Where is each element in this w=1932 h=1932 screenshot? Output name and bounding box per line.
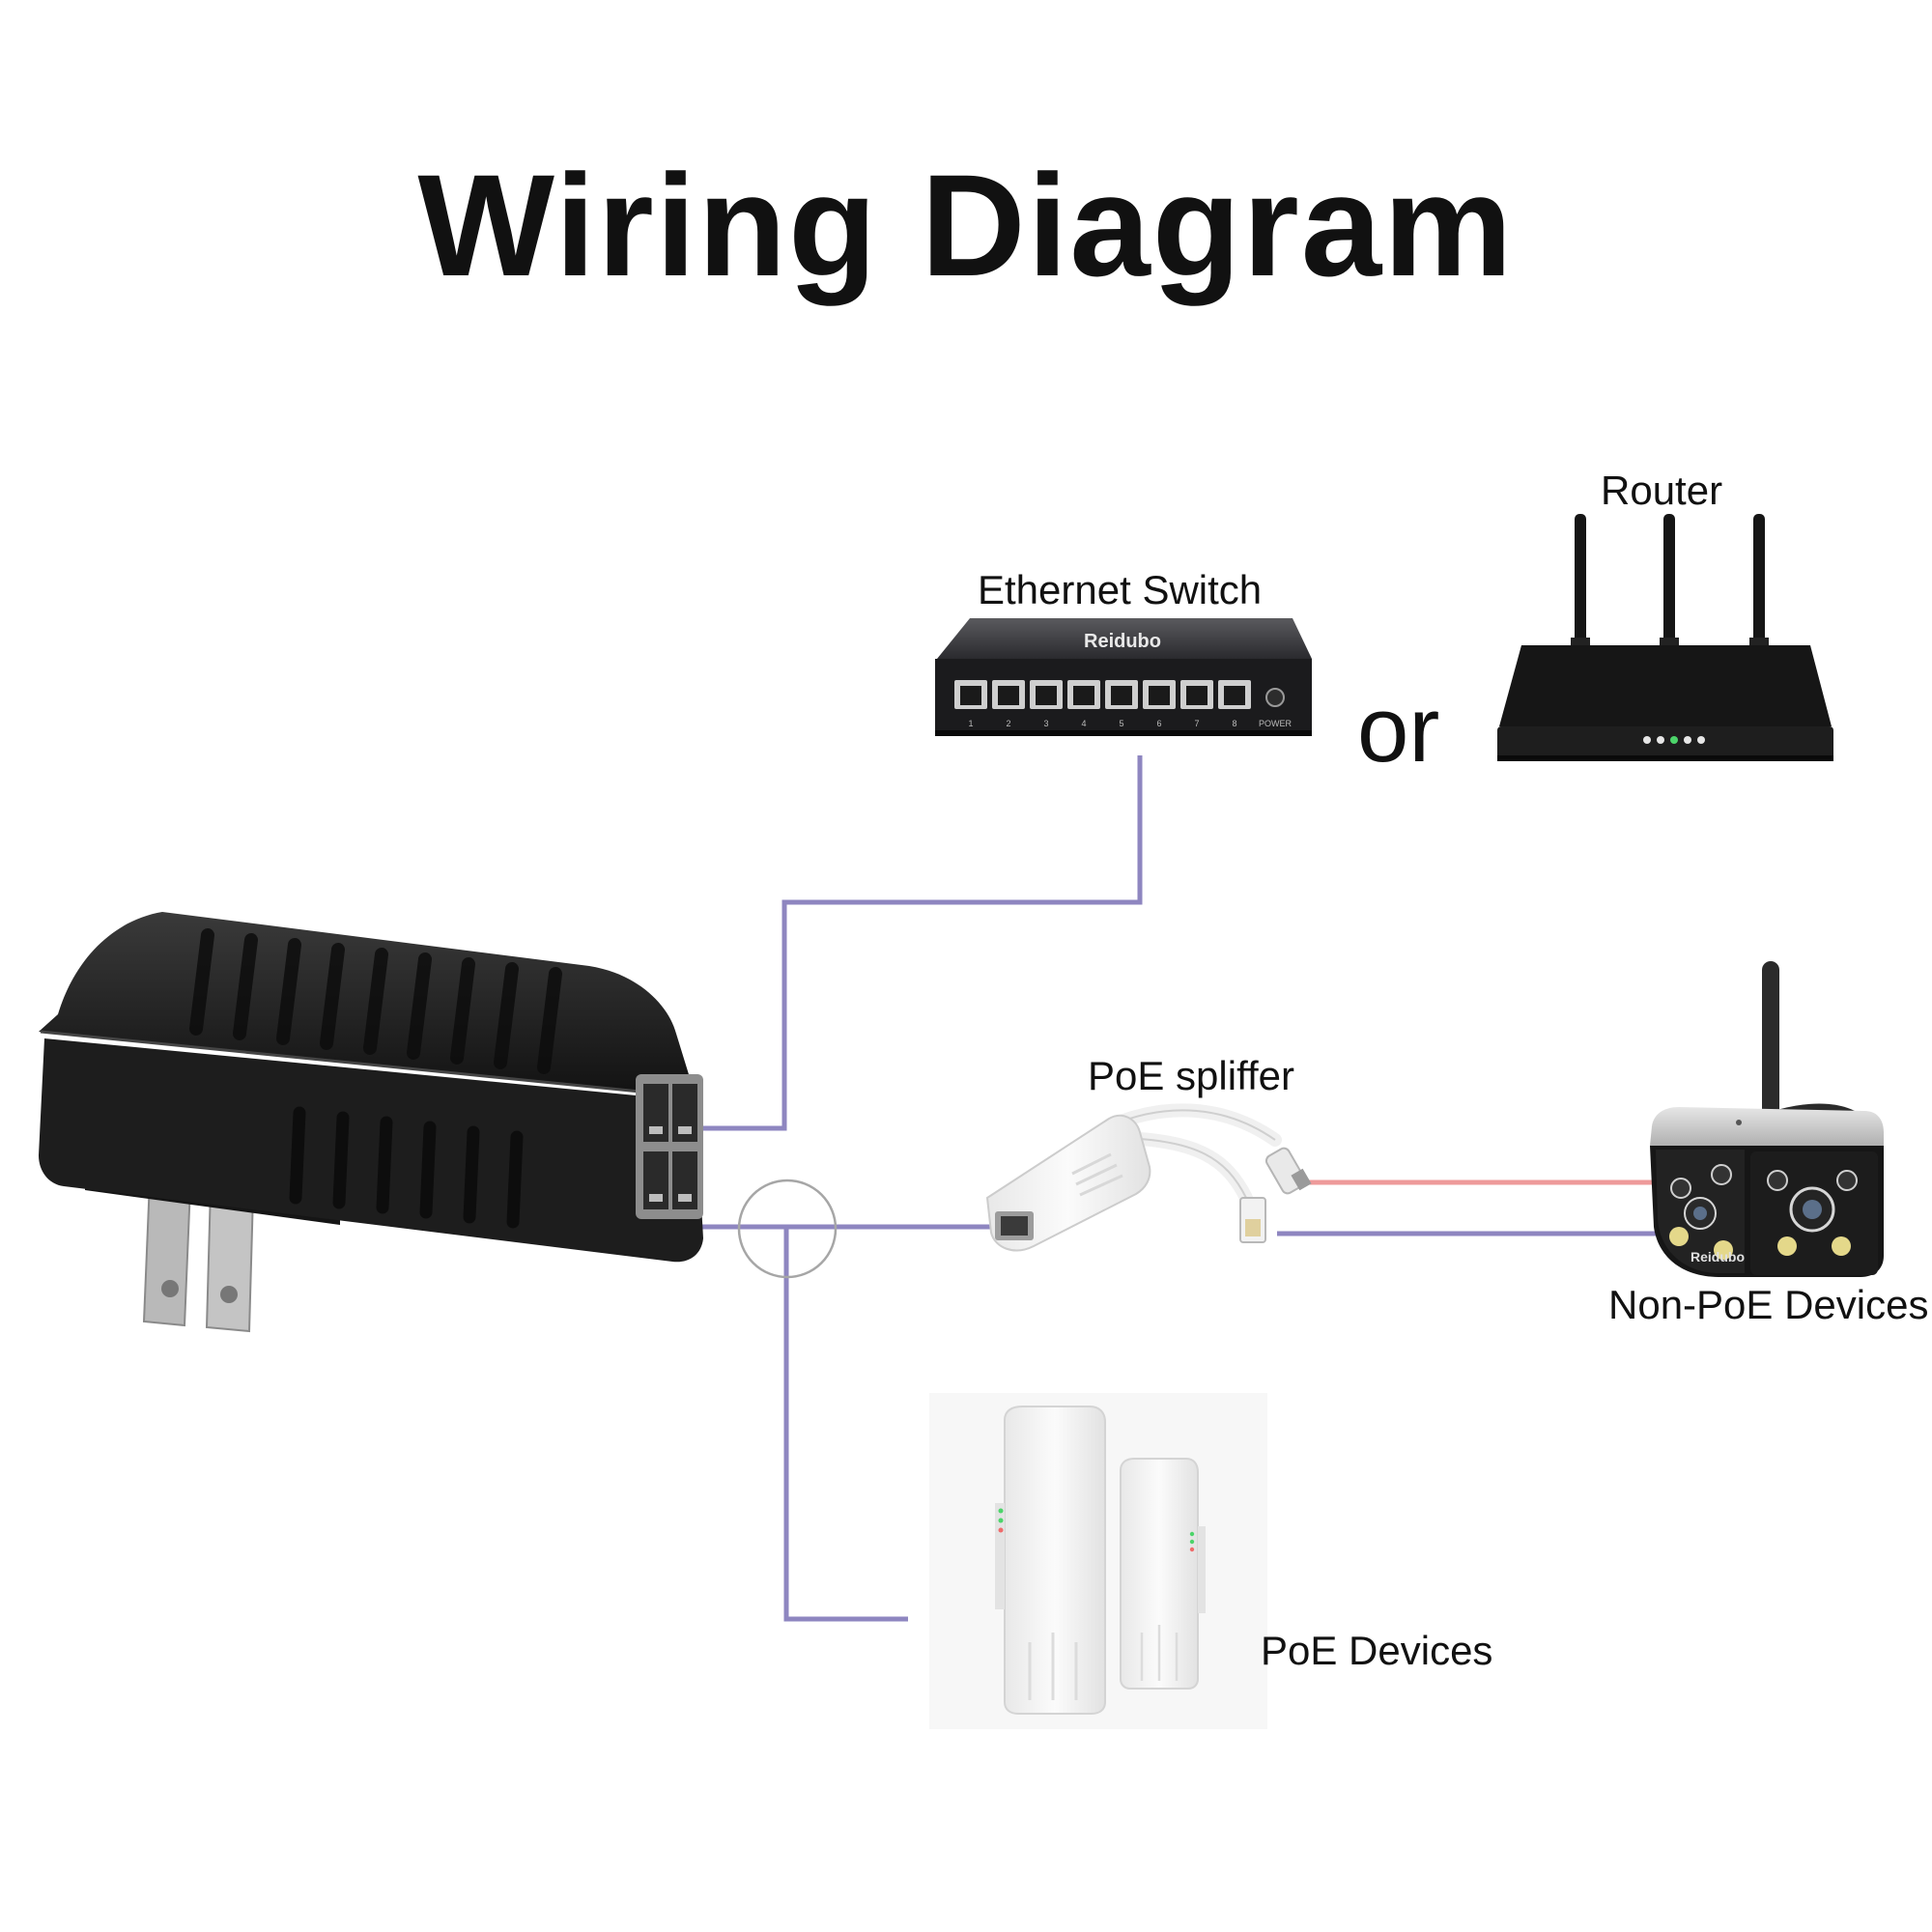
switch-port-label: 3: [1043, 719, 1048, 728]
ethernet-switch-label: Ethernet Switch: [978, 567, 1263, 612]
poe-splitter-icon: [985, 1103, 1312, 1252]
switch-brand-logo: Reidubo: [1084, 631, 1161, 652]
ethernet-cable-to-poe-devices: [783, 1227, 908, 1622]
switch-port-label: 4: [1081, 719, 1086, 728]
page-title: Wiring Diagram: [417, 144, 1515, 306]
switch-port-label: 5: [1119, 719, 1123, 728]
poe-devices-icon: [929, 1393, 1267, 1729]
ethernet-switch-icon: Reidubo 1 2 3 4 5 6 7 8 POWE: [935, 618, 1312, 736]
router-label: Router: [1601, 468, 1723, 513]
cable-lines: [684, 755, 1658, 1622]
ethernet-cable-to-switch: [691, 755, 1143, 1131]
adapter-rj45-ports: [636, 1074, 703, 1219]
camera-brand-logo: Reidubo: [1690, 1249, 1745, 1264]
switch-port-label: 1: [968, 719, 973, 728]
switch-port-label: 6: [1156, 719, 1161, 728]
switch-port-label: 7: [1194, 719, 1199, 728]
switch-port-label: 8: [1232, 719, 1236, 728]
switch-power-label: POWER: [1259, 719, 1293, 728]
junction-circle: [737, 1179, 838, 1279]
switch-port-label: 2: [1006, 719, 1010, 728]
poe-power-adapter-icon: [39, 912, 703, 1333]
security-camera-icon: Reidubo: [1650, 961, 1884, 1277]
poe-splitter-label: PoE spliffer: [1088, 1053, 1294, 1098]
router-icon: [1497, 514, 1833, 761]
router-status-leds: [1643, 736, 1705, 744]
or-connector-text: or: [1357, 678, 1440, 781]
poe-devices-label: PoE Devices: [1261, 1628, 1493, 1673]
switch-ports: [954, 680, 1251, 709]
switch-power-jack: [1265, 688, 1285, 707]
non-poe-devices-label: Non-PoE Devices: [1608, 1282, 1929, 1327]
